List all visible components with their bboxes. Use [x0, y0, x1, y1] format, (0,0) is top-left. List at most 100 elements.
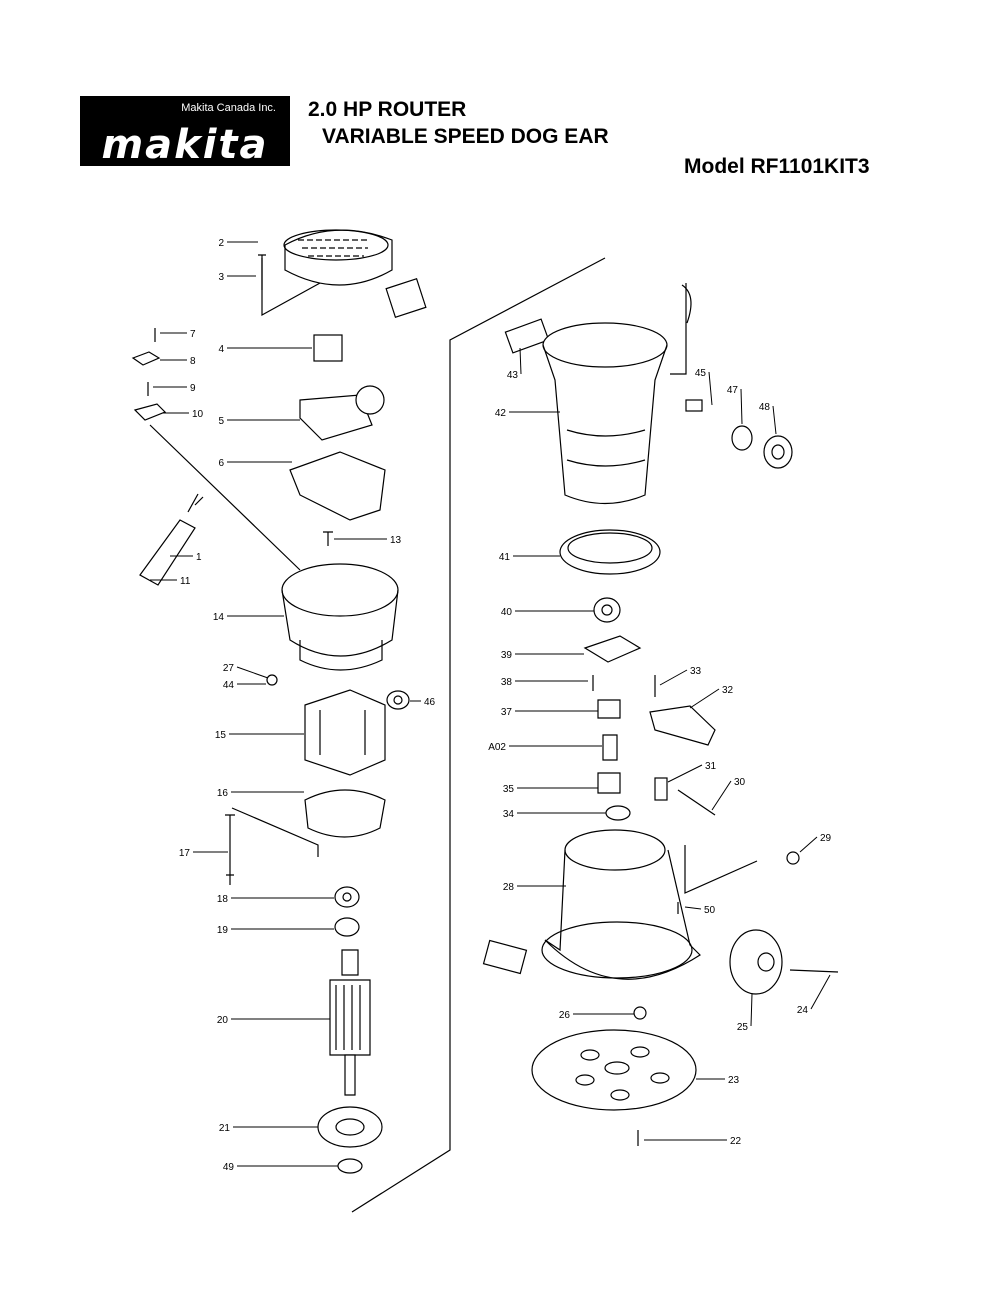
clamp-10	[133, 403, 167, 421]
part-label-24: 24	[797, 1005, 809, 1016]
part-label-32: 32	[722, 685, 734, 696]
part-label-6: 6	[218, 458, 224, 469]
part-label-27: 27	[223, 663, 235, 674]
leader-line-29	[799, 836, 818, 853]
leader-line-43	[519, 347, 522, 375]
brush-holder-part	[289, 451, 386, 521]
part-label-19: 19	[217, 925, 229, 936]
nut-35	[597, 772, 621, 794]
connector-28-29	[684, 845, 758, 894]
field-part	[304, 689, 386, 776]
part-label-31: 31	[705, 761, 717, 772]
armature-part	[329, 949, 371, 1096]
leader-line-31	[667, 764, 703, 783]
knob-25	[729, 929, 783, 995]
part-label-13: 13	[390, 535, 402, 546]
part-label-48: 48	[759, 402, 771, 413]
part-label-10: 10	[192, 409, 204, 420]
connector-16-17	[231, 807, 319, 857]
connector-42-bracket	[670, 283, 687, 375]
switch-part	[313, 334, 343, 362]
part-label-21: 21	[219, 1123, 231, 1134]
part-label-37: 37	[501, 707, 513, 718]
leader-line-27	[236, 666, 269, 679]
part-label-4: 4	[218, 344, 224, 355]
part-label-46: 46	[424, 697, 436, 708]
part-label-34: 34	[503, 809, 515, 820]
bearing-40	[593, 597, 621, 623]
part-label-11: 11	[180, 576, 191, 587]
part-label-39: 39	[501, 650, 513, 661]
leader-line-25	[750, 993, 753, 1027]
part-label-30: 30	[734, 777, 746, 788]
part-label-49: 49	[223, 1162, 235, 1173]
part-label-22: 22	[730, 1136, 742, 1147]
nut-29	[786, 851, 800, 865]
shaft-30	[677, 789, 716, 816]
screw-3	[258, 254, 266, 290]
part-label-17: 17	[179, 848, 191, 859]
ring-41	[559, 529, 661, 575]
leader-line-47	[740, 388, 743, 425]
collet-A02	[602, 734, 618, 761]
ring-34	[605, 805, 631, 821]
part-label-A02: A02	[488, 742, 506, 753]
leader-line-24	[810, 974, 831, 1010]
part-label-41: 41	[499, 552, 511, 563]
leader-line-45	[708, 371, 713, 406]
washer-49	[337, 1158, 363, 1174]
part-label-8: 8	[190, 356, 196, 367]
part-label-3: 3	[218, 272, 224, 283]
lever-32	[649, 705, 716, 746]
nut-26	[633, 1006, 647, 1020]
group-divider-line	[351, 257, 606, 1213]
cord-guard-part	[139, 519, 196, 586]
connector-10-14	[149, 424, 301, 571]
part-label-33: 33	[690, 666, 702, 677]
part-label-47: 47	[727, 385, 739, 396]
makita-logo: Makita Canada Inc. makita	[80, 96, 290, 166]
washer-46	[386, 690, 410, 710]
part-label-50: 50	[704, 905, 716, 916]
part-label-1: 1	[196, 552, 202, 563]
bolt-17	[225, 814, 235, 885]
logo-wordmark: makita	[80, 125, 290, 166]
cap-48	[763, 435, 793, 469]
controller-part	[299, 385, 385, 441]
nut-37	[597, 699, 621, 719]
part-label-18: 18	[217, 894, 229, 905]
title-line-1: 2.0 HP ROUTER	[308, 98, 467, 121]
brush-45	[685, 399, 703, 412]
motor-housing-part	[281, 563, 399, 671]
part-label-16: 16	[217, 788, 229, 799]
bearing-19	[334, 917, 360, 937]
logo-subtitle: Makita Canada Inc.	[181, 102, 276, 114]
clamp-8	[131, 351, 161, 366]
base-28	[541, 829, 701, 980]
leader-line-48	[772, 405, 777, 435]
part-label-28: 28	[503, 882, 515, 893]
part-label-25: 25	[737, 1022, 749, 1033]
bearing-18	[334, 886, 360, 908]
title-line-2: VARIABLE SPEED DOG EAR	[322, 125, 609, 148]
label-43	[504, 318, 550, 354]
screw-13	[323, 531, 333, 546]
leader-line-33	[659, 669, 688, 686]
part-label-14: 14	[213, 612, 225, 623]
top-cover-part	[283, 229, 427, 318]
leader-line-50	[684, 906, 702, 910]
part-label-20: 20	[217, 1015, 229, 1026]
part-label-42: 42	[495, 408, 507, 419]
part-label-26: 26	[559, 1010, 571, 1021]
part-label-45: 45	[695, 368, 707, 379]
motor-housing-42	[542, 322, 668, 505]
part-label-44: 44	[223, 680, 235, 691]
logo-band: Makita Canada Inc.	[80, 96, 290, 125]
plate-31	[654, 777, 668, 801]
part-label-29: 29	[820, 833, 832, 844]
model-number: Model RF1101KIT3	[684, 155, 870, 178]
part-label-2: 2	[218, 238, 224, 249]
part-label-23: 23	[728, 1075, 740, 1086]
plate-39	[583, 635, 642, 663]
